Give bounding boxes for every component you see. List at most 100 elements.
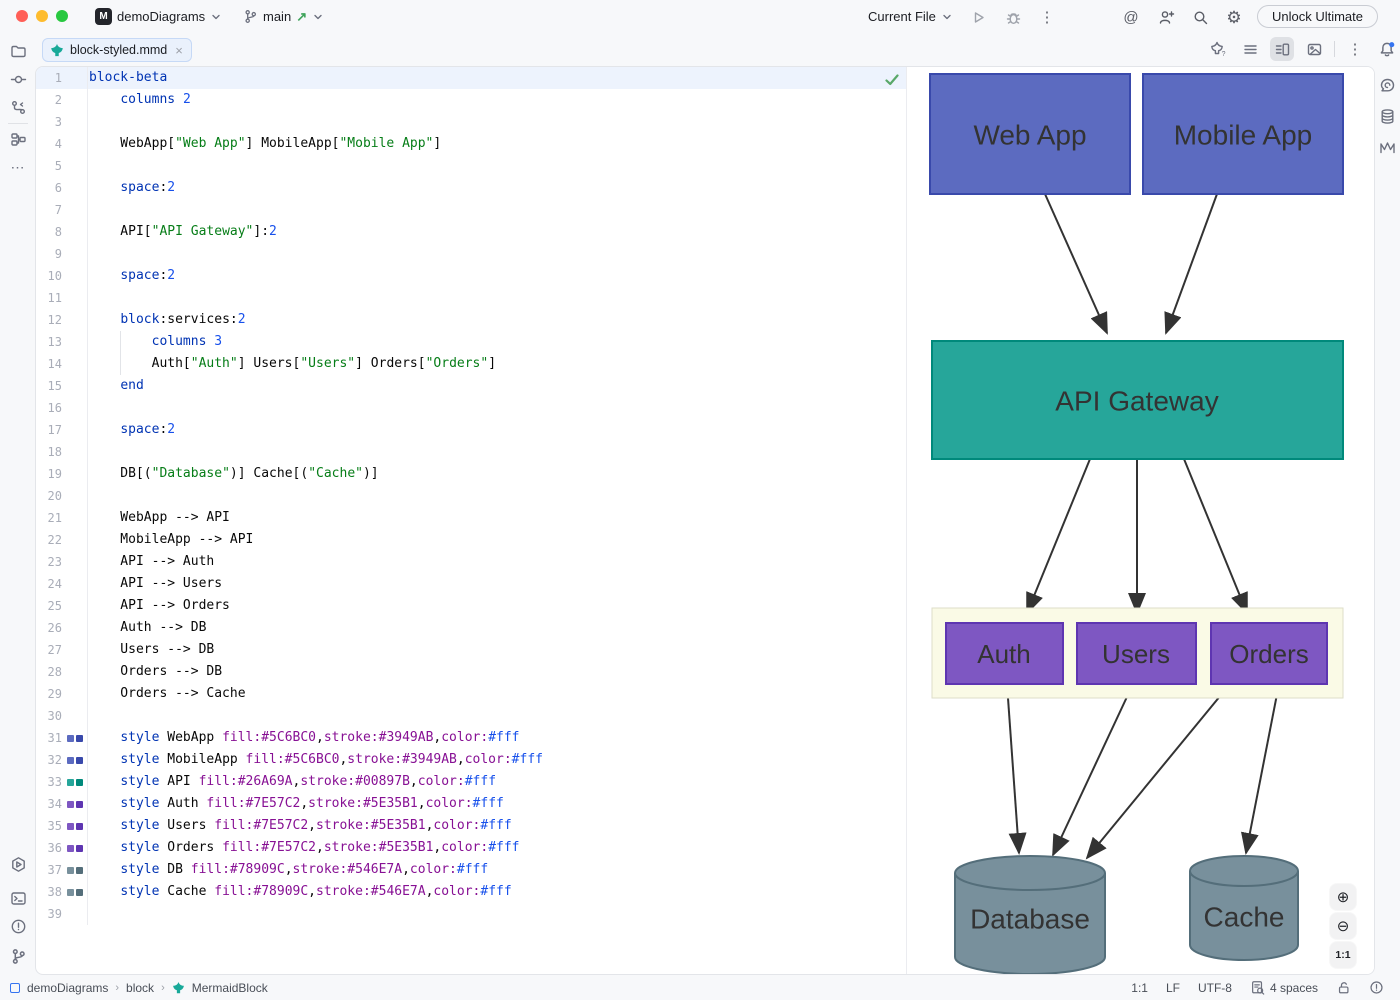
readonly-toggle[interactable] (1336, 980, 1351, 995)
code-line[interactable]: 23 API --> Auth (36, 551, 906, 573)
commit-toolwindow-button[interactable] (9, 70, 27, 88)
window-maximize-button[interactable] (56, 10, 68, 22)
unlock-ultimate-button[interactable]: Unlock Ultimate (1256, 5, 1378, 28)
code-line[interactable]: 21 WebApp --> API (36, 507, 906, 529)
zoom-in-button[interactable]: ⊕ (1330, 884, 1356, 910)
code-line[interactable]: 10 space:2 (36, 265, 906, 287)
color-preview-chips[interactable] (67, 844, 83, 852)
run-button[interactable] (968, 7, 988, 27)
breadcrumb-project[interactable]: demoDiagrams (27, 980, 109, 995)
code-line[interactable]: 39 (36, 903, 906, 925)
branch-widget[interactable]: main ↗ (243, 5, 324, 28)
code-line[interactable]: 26 Auth --> DB (36, 617, 906, 639)
code-line[interactable]: 28 Orders --> DB (36, 661, 906, 683)
code-line[interactable]: 7 (36, 199, 906, 221)
color-preview-chips[interactable] (67, 756, 83, 764)
run-more-menu[interactable]: ⋮ (1037, 7, 1057, 27)
gutter: 9 (36, 243, 88, 265)
line-ending-selector[interactable]: LF (1165, 980, 1180, 995)
editor-more-menu[interactable]: ⋮ (1343, 37, 1367, 61)
settings-button[interactable]: ⚙ (1224, 7, 1244, 27)
code-line[interactable]: 14 Auth["Auth"] Users["Users"] Orders["O… (36, 353, 906, 375)
tab-block-styled[interactable]: block-styled.mmd × (42, 38, 192, 62)
code-line[interactable]: 13 columns 3 (36, 331, 906, 353)
code-line[interactable]: 32 style MobileApp fill:#5C6BC0,stroke:#… (36, 749, 906, 771)
debug-button[interactable] (1003, 7, 1023, 27)
code-line[interactable]: 5 (36, 155, 906, 177)
code-line[interactable]: 24 API --> Users (36, 573, 906, 595)
code-line[interactable]: 20 (36, 485, 906, 507)
code-line[interactable]: 37 style DB fill:#78909C,stroke:#546E7A,… (36, 859, 906, 881)
split-view-button[interactable] (1270, 37, 1294, 61)
code-line[interactable]: 12 block:services:2 (36, 309, 906, 331)
window-close-button[interactable] (16, 10, 28, 22)
ai-chat-toolwindow-button[interactable] (1378, 76, 1396, 94)
color-preview-chips[interactable] (67, 734, 83, 742)
mermaid-syntax-help-button[interactable]: ? (1206, 37, 1230, 61)
code-line[interactable]: 35 style Users fill:#7E57C2,stroke:#5E35… (36, 815, 906, 837)
run-configuration-selector[interactable]: Current File (868, 5, 953, 28)
code-line[interactable]: 3 (36, 111, 906, 133)
caret-position[interactable]: 1:1 (1131, 980, 1148, 995)
code-line[interactable]: 16 (36, 397, 906, 419)
notifications-status-button[interactable] (1369, 980, 1384, 995)
structure-toolwindow-button[interactable] (9, 130, 27, 148)
ai-assistant-icon: @ (1123, 8, 1139, 26)
ai-assistant-button[interactable]: @ (1121, 7, 1141, 27)
code-line[interactable]: 8 API["API Gateway"]:2 (36, 221, 906, 243)
problems-toolwindow-button[interactable] (9, 917, 27, 935)
tab-close-icon[interactable]: × (175, 42, 183, 58)
code-line[interactable]: 25 API --> Orders (36, 595, 906, 617)
breadcrumb-mermaidblock[interactable]: MermaidBlock (191, 980, 268, 995)
project-widget[interactable]: M demoDiagrams (95, 5, 222, 28)
git-toolwindow-button[interactable] (9, 947, 27, 965)
more-toolwindows-button[interactable]: ⋯ (9, 158, 27, 176)
code-line[interactable]: 34 style Auth fill:#7E57C2,stroke:#5E35B… (36, 793, 906, 815)
color-preview-chips[interactable] (67, 888, 83, 896)
search-everywhere-button[interactable] (1190, 7, 1210, 27)
encoding-selector[interactable]: UTF-8 (1197, 980, 1232, 995)
mermaid-preview-panel[interactable]: Web App Mobile App API Gateway Auth User… (906, 67, 1374, 974)
code-line[interactable]: 36 style Orders fill:#7E57C2,stroke:#5E3… (36, 837, 906, 859)
color-preview-chips[interactable] (67, 866, 83, 874)
code-line[interactable]: 4 WebApp["Web App"] MobileApp["Mobile Ap… (36, 133, 906, 155)
code-line[interactable]: 22 MobileApp --> API (36, 529, 906, 551)
mermaid-chart-toolwindow-button[interactable] (1378, 138, 1396, 156)
code-line[interactable]: 33 style API fill:#26A69A,stroke:#00897B… (36, 771, 906, 793)
zoom-out-button[interactable]: ⊖ (1330, 913, 1356, 939)
vcs-toolwindow-button[interactable] (9, 98, 27, 116)
zoom-reset-button[interactable]: 1:1 (1330, 942, 1356, 968)
git-branch-icon (12, 948, 25, 964)
code-line[interactable]: 11 (36, 287, 906, 309)
code-line[interactable]: 30 (36, 705, 906, 727)
window-minimize-button[interactable] (36, 10, 48, 22)
color-preview-chips[interactable] (67, 822, 83, 830)
code-with-me-button[interactable] (1156, 7, 1176, 27)
project-toolwindow-button[interactable] (9, 42, 27, 60)
code-line[interactable]: 19 DB[("Database")] Cache[("Cache")] (36, 463, 906, 485)
code-line[interactable]: 2 columns 2 (36, 89, 906, 111)
code-line[interactable]: 15 end (36, 375, 906, 397)
inspections-ok-icon[interactable] (884, 72, 900, 93)
code-line[interactable]: 6 space:2 (36, 177, 906, 199)
services-toolwindow-button[interactable] (9, 855, 27, 873)
code-line[interactable]: 9 (36, 243, 906, 265)
color-preview-chips[interactable] (67, 778, 83, 786)
code-line[interactable]: 17 space:2 (36, 419, 906, 441)
breadcrumb-block[interactable]: block (126, 980, 155, 995)
editor-only-view-button[interactable] (1238, 37, 1262, 61)
terminal-toolwindow-button[interactable] (9, 889, 27, 907)
code-line[interactable]: 18 (36, 441, 906, 463)
preview-only-view-button[interactable] (1302, 37, 1326, 61)
color-preview-chips[interactable] (67, 800, 83, 808)
code-line[interactable]: 38 style Cache fill:#78909C,stroke:#546E… (36, 881, 906, 903)
indent-selector[interactable]: 4 spaces (1250, 980, 1318, 995)
ai-chat-icon (1380, 78, 1394, 91)
database-toolwindow-button[interactable] (1378, 107, 1396, 125)
code-line[interactable]: 29 Orders --> Cache (36, 683, 906, 705)
code-line[interactable]: 27 Users --> DB (36, 639, 906, 661)
notifications-button[interactable] (1378, 41, 1396, 59)
code-line[interactable]: 31 style WebApp fill:#5C6BC0,stroke:#394… (36, 727, 906, 749)
